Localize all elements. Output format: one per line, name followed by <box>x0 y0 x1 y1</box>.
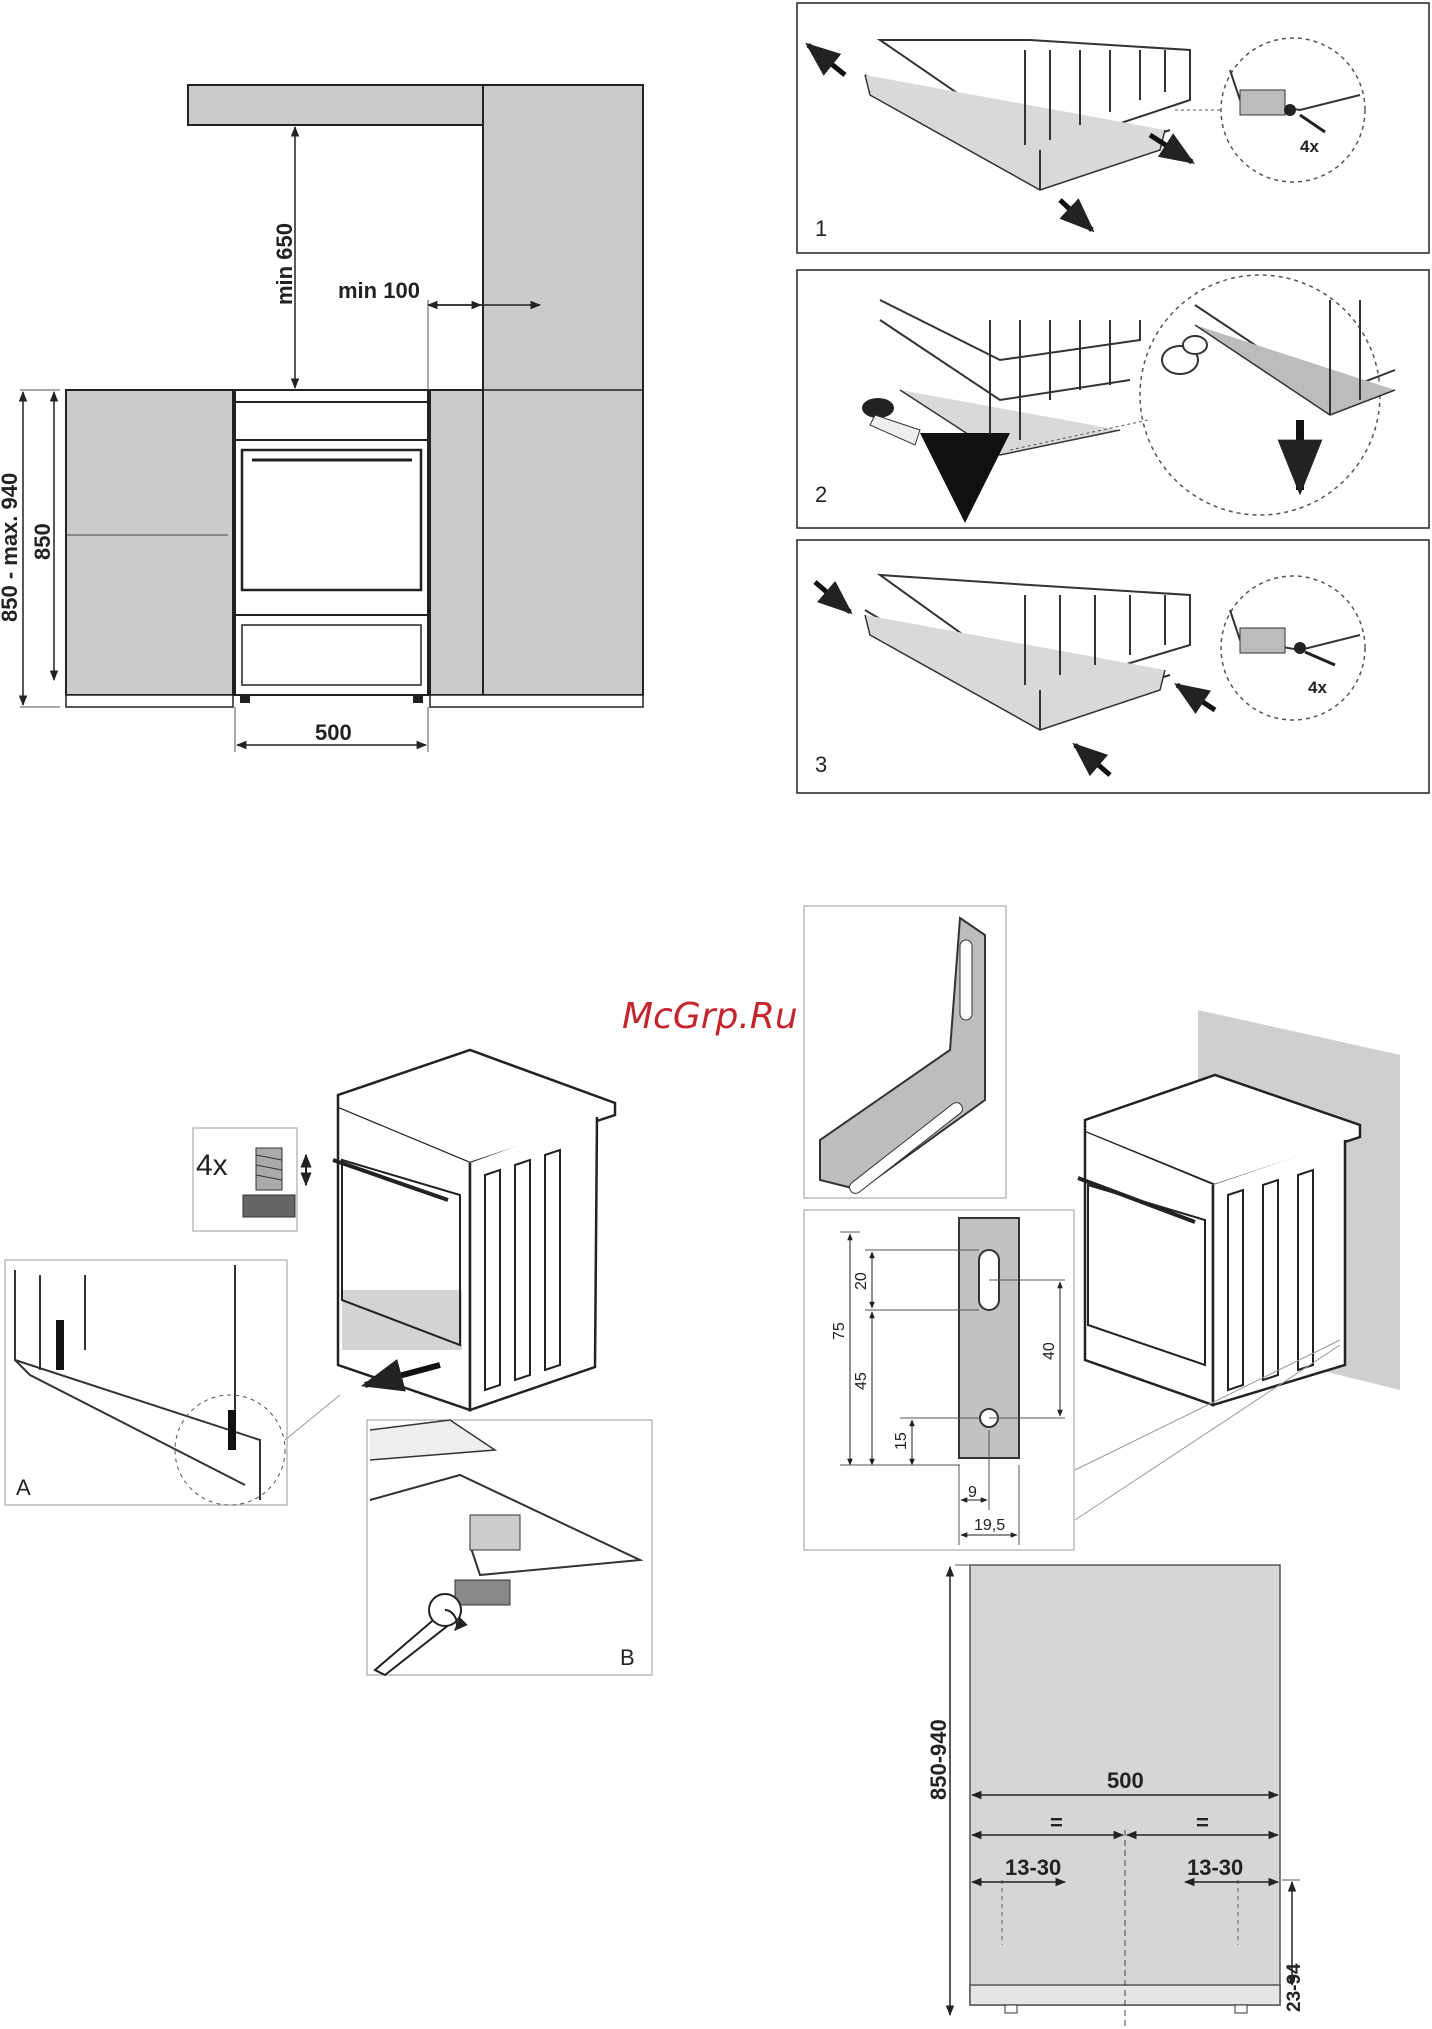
transport-step-2-panel: 2 <box>797 270 1429 528</box>
kitchen-layout-diagram: min 650 min 100 850 - max. 940 850 500 <box>0 85 643 752</box>
wall-equal-left: = <box>1050 1810 1063 1835</box>
detail-b-label: B <box>620 1645 635 1670</box>
bracket-dim-20: 20 <box>853 1272 870 1290</box>
right-base-cabinet <box>430 390 483 695</box>
wall-height-range: 850-940 <box>926 1719 951 1800</box>
bracket-dim-40: 40 <box>1041 1342 1058 1360</box>
overhead-shelf <box>188 85 483 125</box>
wall-bottom-range: 23-94 <box>1284 1963 1305 2012</box>
dim-width-500: 500 <box>315 720 352 745</box>
dim-height-850: 850 <box>30 523 55 560</box>
dim-min-650: min 650 <box>272 223 297 305</box>
bracket-dim-45: 45 <box>853 1372 870 1390</box>
step-3-label: 3 <box>815 752 827 777</box>
bracket-dim-19-5: 19,5 <box>974 1517 1005 1534</box>
transport-step-3-panel: 4x 3 <box>797 540 1429 793</box>
wall-offset-right: 13-30 <box>1187 1855 1243 1880</box>
wall-equal-right: = <box>1196 1810 1209 1835</box>
screw-count-1: 4x <box>1300 137 1319 156</box>
detail-a-label: A <box>16 1475 31 1500</box>
screw-count-3: 4x <box>1308 678 1327 697</box>
watermark: McGrp.Ru <box>622 996 798 1037</box>
cooker-front <box>235 390 428 703</box>
bracket-dim-15: 15 <box>893 1432 910 1450</box>
wall-width-500: 500 <box>1107 1768 1144 1793</box>
feet-count-label: 4x <box>196 1149 228 1182</box>
step-2-label: 2 <box>815 482 827 507</box>
step-1-label: 1 <box>815 216 827 241</box>
transport-step-1-panel: 4x 1 <box>797 3 1429 253</box>
wall-offset-left: 13-30 <box>1005 1855 1061 1880</box>
dim-min-100: min 100 <box>338 278 420 303</box>
dim-height-range: 850 - max. 940 <box>0 473 22 622</box>
bracket-dim-9: 9 <box>968 1484 977 1501</box>
bracket-dim-75: 75 <box>831 1322 848 1340</box>
feet-adjustment-diagram: 4x A B <box>5 1050 652 1675</box>
wall-bracket-diagram: 20 75 45 15 40 9 19,5 850-940 500 = <box>804 906 1400 2027</box>
left-base-cabinet <box>66 390 233 695</box>
